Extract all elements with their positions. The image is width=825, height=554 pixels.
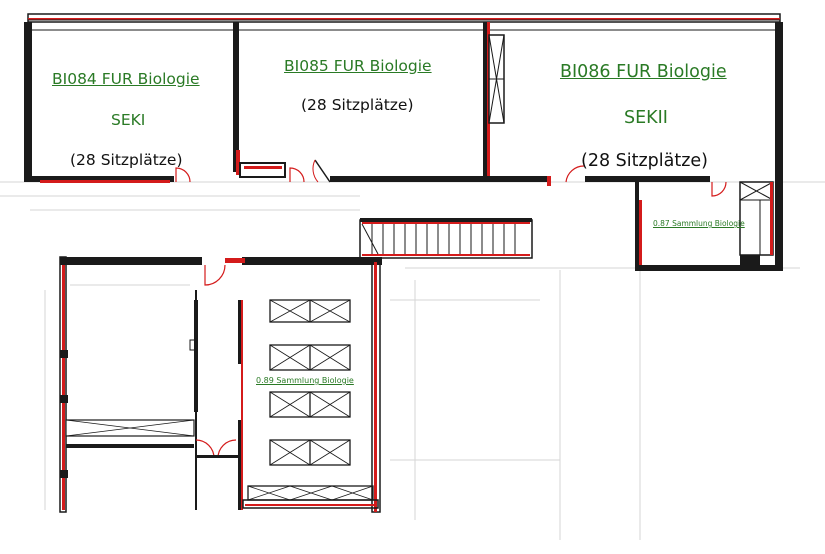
stairs (359, 218, 533, 259)
room-bi086-seats: (28 Sitzplätze) (581, 151, 709, 171)
corridor-wall-1 (24, 176, 174, 182)
cabinets-089 (247, 299, 374, 501)
corridor-wall-5 (585, 176, 710, 182)
room-bi086-level[interactable]: SEKII (624, 108, 668, 128)
cabinet-bottom (247, 485, 374, 501)
door-085b (314, 159, 331, 183)
room-bi084-seats: (28 Sitzplätze) (70, 151, 183, 169)
upper-wing (24, 13, 783, 271)
room-089-label[interactable]: 0.89 Sammlung Biologie (256, 376, 354, 385)
wall-085-086 (483, 22, 487, 177)
room-bi085-label[interactable]: BI085 FUR Biologie (284, 57, 432, 75)
cabinet-row-3 (269, 391, 351, 418)
room-bi086-label[interactable]: BI086 FUR Biologie (560, 62, 727, 82)
corridor-wall-3 (330, 176, 490, 182)
door-085a (289, 167, 305, 183)
stair-diagonal (361, 223, 379, 255)
corridor-wall-2 (239, 162, 286, 178)
wall-084-085 (233, 22, 239, 172)
lower-wing (59, 256, 382, 513)
cabinet-row-4 (269, 439, 351, 466)
door-087 (711, 181, 727, 197)
room-087-wall-bottom (635, 265, 783, 271)
corridor-wall-4 (487, 176, 547, 182)
room-087-wall-left (635, 182, 639, 270)
cabinet-row-2 (269, 344, 351, 371)
room-bi085-seats: (28 Sitzplätze) (301, 96, 414, 114)
door-084 (175, 167, 191, 183)
cabinet-row-1 (269, 299, 351, 323)
room-bi084-label[interactable]: BI084 FUR Biologie (52, 70, 200, 88)
door-lower-1 (204, 264, 226, 286)
room-087-label[interactable]: 0.87 Sammlung Biologie (653, 219, 745, 228)
door-086 (565, 165, 585, 183)
left-wall (24, 22, 32, 182)
right-wall (775, 22, 783, 270)
top-wall-red-strip (28, 18, 780, 20)
inner-wall-right (238, 300, 243, 364)
lower-left-wall (59, 256, 67, 513)
lower-top-wall (60, 257, 202, 265)
room-bi084-level[interactable]: SEKI (111, 111, 146, 129)
